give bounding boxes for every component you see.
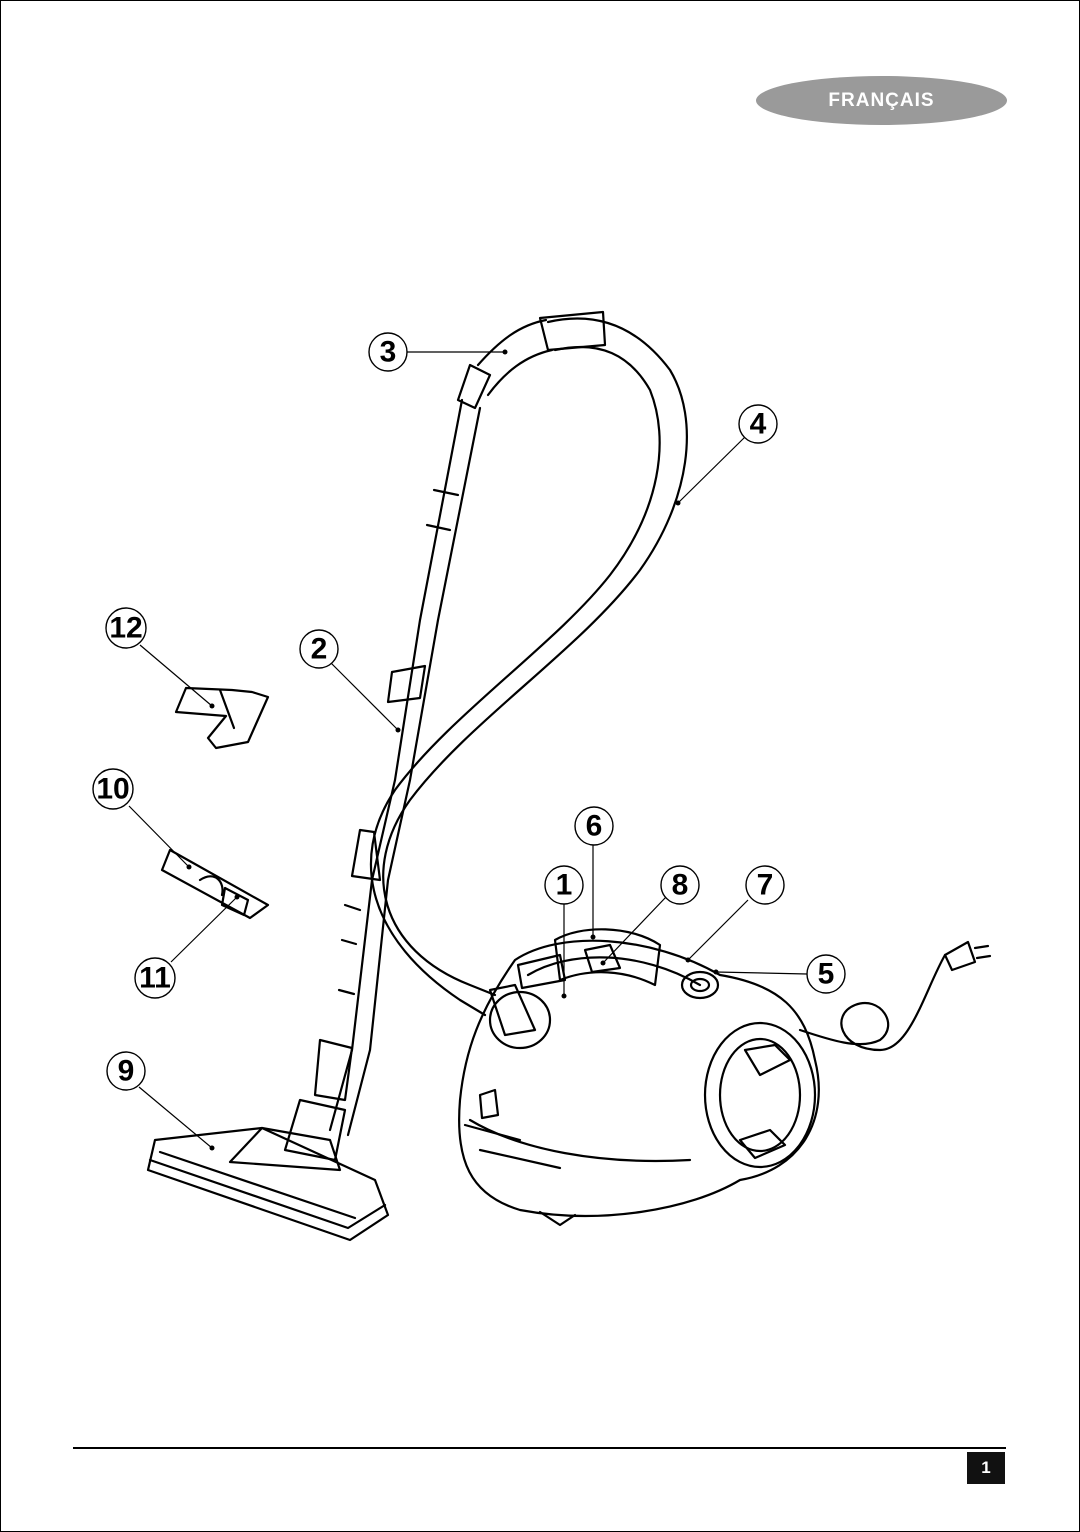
callout-9: 9 (118, 1055, 135, 1088)
page-number: 1 (981, 1458, 991, 1477)
callout-10: 10 (96, 773, 129, 806)
callout-6: 6 (586, 810, 603, 843)
footer-rule (73, 1447, 1006, 1449)
power-cord-drawing (798, 940, 992, 1052)
callout-4: 4 (750, 408, 767, 441)
language-badge: FRANÇAIS (756, 76, 1007, 125)
upholstery-nozzle-drawing (174, 686, 270, 750)
vacuum-body-drawing (458, 928, 820, 1227)
callout-2: 2 (311, 633, 328, 666)
hose-drawing (369, 310, 688, 1017)
callout-8: 8 (672, 869, 689, 902)
callout-11: 11 (139, 962, 171, 995)
tube-drawing (313, 363, 492, 1137)
callout-5: 5 (818, 958, 835, 991)
leader-lines (128, 351, 808, 1149)
callout-12: 12 (109, 612, 142, 645)
floor-nozzle-drawing (146, 1098, 390, 1242)
leader-dots (186, 349, 719, 1151)
callout-circles (92, 332, 846, 1091)
callout-1: 1 (556, 869, 573, 902)
page-number-box: 1 (967, 1452, 1005, 1484)
crevice-tool-drawing (160, 848, 270, 920)
callout-7: 7 (757, 869, 774, 902)
language-label: FRANÇAIS (828, 89, 935, 111)
callout-3: 3 (380, 336, 397, 369)
